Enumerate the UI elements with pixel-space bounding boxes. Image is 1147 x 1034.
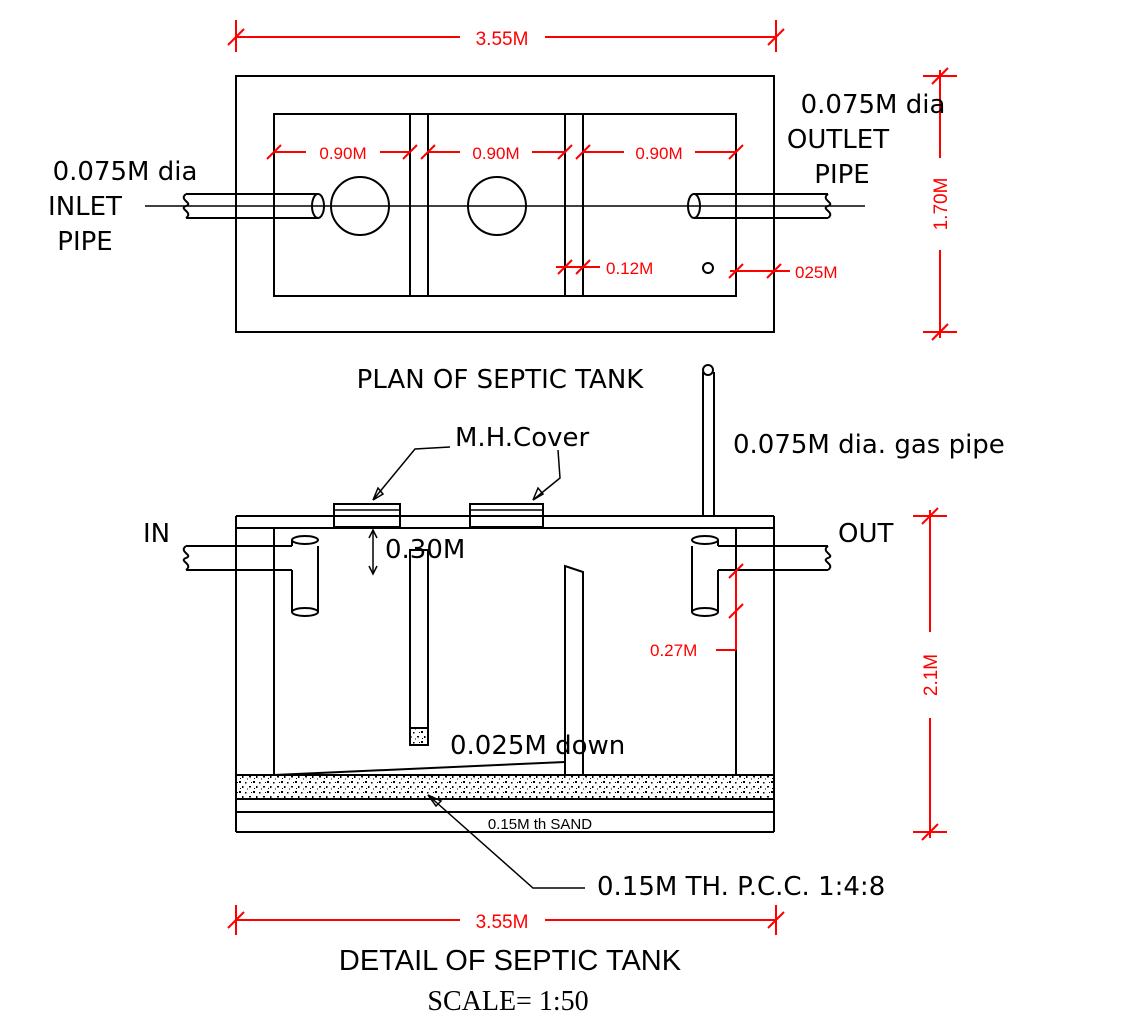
plan-height-label: 1.70M [931, 178, 952, 231]
mh-cover-leader-2 [532, 449, 561, 501]
wall-thickness-dimension: 0.12M [556, 259, 653, 278]
chamber-2-width: 0.90M [472, 144, 519, 163]
outlet-pipe-label: PIPE [814, 160, 869, 190]
gas-pipe-label: 0.075M dia. gas pipe [733, 430, 1005, 460]
outlet-label: OUTLET [787, 125, 889, 155]
outlet-drop-dimension: 0.27M [650, 563, 744, 660]
chamber-1-width: 0.90M [319, 144, 366, 163]
outlet-pipe-dia-label: 0.075M dia [801, 90, 946, 120]
sloping-floor [273, 761, 566, 776]
hole-offset-label: 025M [795, 263, 838, 282]
detail-title: DETAIL OF SEPTIC TANK [339, 945, 682, 977]
plan-outlet-pipe [687, 193, 832, 219]
plan-width-dimension: 3.55M [227, 20, 785, 52]
gas-pipe [702, 364, 715, 516]
hanging-baffle [409, 549, 429, 746]
plan-width-label: 3.55M [476, 29, 529, 50]
mh-cover-label: M.H.Cover [455, 423, 590, 453]
inlet-label: INLET [48, 192, 122, 222]
pcc-label: 0.15M TH. P.C.C. 1:4:8 [597, 872, 885, 902]
section-height-label: 2.1M [921, 654, 942, 696]
cover-depth-label: 0.30M [385, 535, 465, 565]
inlet-pipe-label: PIPE [57, 227, 112, 257]
inlet-pipe-dia-label: 0.075M dia [53, 157, 198, 187]
rising-baffle [564, 564, 584, 775]
section-width-dimension: 3.55M [227, 905, 785, 935]
scale-label: SCALE= 1:50 [427, 986, 588, 1017]
section-width-label: 3.55M [476, 912, 529, 933]
outlet-drop-label: 0.27M [650, 641, 697, 660]
pcc-layer [236, 775, 774, 799]
section-view: 0.075M dia. gas pipe M.H.Cover [143, 364, 1005, 1017]
plan-manhole-2 [467, 176, 527, 236]
plan-height-dimension: 1.70M [923, 67, 957, 341]
plan-outer-wall [235, 75, 775, 333]
out-label: OUT [838, 519, 893, 549]
section-height-dimension: 2.1M [913, 507, 947, 841]
baffle-note: 0.025M down [450, 731, 625, 761]
in-label: IN [143, 519, 170, 549]
plan-inner-wall [273, 113, 737, 297]
chamber-dimensions: 0.90M 0.90M 0.90M [266, 144, 744, 163]
hole-offset-dimension: 025M [728, 263, 838, 282]
pcc-leader [427, 794, 585, 889]
wall-thickness-label: 0.12M [606, 259, 653, 278]
cover-depth-dimension: 0.30M [368, 528, 465, 576]
plan-vent-hole [702, 262, 714, 274]
section-outlet-pipe [691, 535, 832, 617]
plan-title: PLAN OF SEPTIC TANK [357, 365, 645, 395]
mh-cover-leader-1 [372, 446, 451, 501]
plan-manhole-1 [330, 176, 390, 236]
plan-inlet-pipe [182, 193, 325, 219]
section-inlet-pipe [182, 535, 319, 617]
chamber-3-width: 0.90M [635, 144, 682, 163]
sand-label: 0.15M th SAND [488, 816, 592, 833]
plan-view: 3.55M 0.90M 0.90M 0.90M [48, 20, 957, 395]
